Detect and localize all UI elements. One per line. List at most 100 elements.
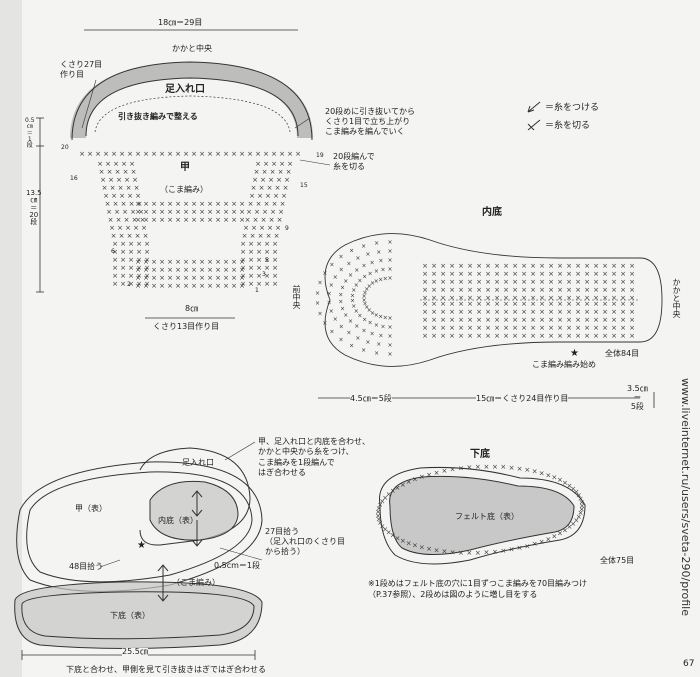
stitch-mark: ×	[277, 216, 283, 224]
stitch-mark: ×	[102, 184, 108, 192]
stitch-mark: ×	[532, 540, 538, 548]
stitch-mark: ×	[530, 300, 536, 308]
stitch-mark: ×	[467, 332, 473, 340]
stitch-mark: ×	[254, 208, 260, 216]
stitch-mark: ×	[340, 285, 345, 292]
stitch-mark: ×	[315, 300, 320, 307]
stitch-mark: ×	[105, 200, 111, 208]
stitch-mark: ×	[575, 270, 581, 278]
stitch-mark: ×	[338, 336, 343, 343]
stitch-mark: ×	[123, 168, 129, 176]
stitch-mark: ×	[262, 208, 268, 216]
stitch-mark: ×	[143, 274, 149, 282]
stitch-mark: ×	[191, 274, 197, 282]
stitch-mark: ×	[512, 278, 518, 286]
stitch-mark: ×	[557, 294, 563, 302]
stitch-mark: ×	[126, 184, 132, 192]
stitch-mark: ×	[370, 330, 375, 337]
stitch-mark: ×	[548, 262, 554, 270]
stitch-mark: ×	[183, 258, 189, 266]
stitch-mark: ×	[440, 324, 446, 332]
stitch-mark: ×	[431, 270, 437, 278]
stitch-mark: ×	[611, 286, 617, 294]
stitch-mark: ×	[191, 258, 197, 266]
stitch-mark: ×	[246, 208, 252, 216]
stitch-mark: ×	[593, 316, 599, 324]
stitch-mark: ×	[419, 473, 425, 481]
stitch-mark: ×	[434, 547, 440, 555]
stitch-mark: ×	[557, 324, 563, 332]
stitch-mark: ×	[243, 224, 249, 232]
stitch-mark: ×	[422, 286, 428, 294]
stitch-mark: ×	[132, 176, 138, 184]
stitch-mark: ×	[151, 216, 157, 224]
stitch-mark: ×	[128, 248, 134, 256]
stitch-mark: ×	[557, 262, 563, 270]
stitch-mark: ×	[329, 308, 334, 315]
stitch-mark: ×	[362, 290, 367, 297]
stitch-mark: ×	[395, 484, 401, 492]
stitch-mark: ×	[383, 315, 388, 322]
stitch-mark: ×	[105, 160, 111, 168]
stitch-mark: ×	[199, 216, 205, 224]
stitch-mark: ×	[374, 322, 379, 329]
stitch-mark: ×	[247, 150, 253, 158]
stitch-mark: ×	[240, 256, 246, 264]
stitch-mark: ×	[199, 274, 205, 282]
stitch-mark: ×	[329, 282, 334, 289]
stitch-mark: ×	[532, 468, 538, 476]
stitch-mark: ×	[275, 184, 281, 192]
stitch-mark: ×	[263, 160, 269, 168]
stitch-mark: ×	[135, 208, 141, 216]
stitch-mark: ×	[476, 294, 482, 302]
stitch-mark: ×	[259, 184, 265, 192]
stitch-mark: ×	[562, 479, 568, 487]
stitch-mark: ×	[270, 208, 276, 216]
stitch-mark: ×	[442, 548, 448, 556]
stitch-mark: ×	[374, 350, 379, 357]
instep-sc-label: （こま編み）	[160, 185, 208, 194]
stitch-mark: ×	[120, 272, 126, 280]
stitch-mark: ×	[387, 351, 392, 358]
stitch-mark: ×	[333, 274, 338, 281]
chain27-label: くさり27目 作り目	[60, 60, 103, 79]
stitch-mark: ×	[317, 280, 322, 287]
assembly-sc-label: （こま編み）	[172, 578, 220, 587]
stitch-mark: ×	[575, 332, 581, 340]
stitch-mark: ×	[575, 286, 581, 294]
stitch-mark: ×	[121, 160, 127, 168]
stitch-mark: ×	[449, 316, 455, 324]
stitch-mark: ×	[248, 248, 254, 256]
insole-heel-center: かかと中央	[672, 278, 681, 318]
stitch-mark: ×	[602, 278, 608, 286]
stitch-mark: ×	[278, 208, 284, 216]
stitch-mark: ×	[114, 208, 120, 216]
stitch-mark: ×	[272, 248, 278, 256]
stitch-mark: ×	[566, 270, 572, 278]
stitch-mark: ×	[377, 519, 383, 527]
stitch-mark: ×	[262, 168, 268, 176]
stitch-mark: ×	[136, 272, 142, 280]
stitch-mark: ×	[239, 216, 245, 224]
stitch-mark: ×	[476, 286, 482, 294]
stitch-mark: ×	[620, 270, 626, 278]
stitch-mark: ×	[354, 308, 359, 315]
stitch-mark: ×	[239, 200, 245, 208]
stitch-mark: ×	[530, 316, 536, 324]
stitch-mark: ×	[467, 278, 473, 286]
stitch-mark: ×	[223, 266, 229, 274]
stitch-mark: ×	[111, 192, 117, 200]
stitch-mark: ×	[79, 150, 85, 158]
stitch-mark: ×	[539, 332, 545, 340]
stitch-mark: ×	[167, 258, 173, 266]
stitch-mark: ×	[338, 291, 343, 298]
stitch-mark: ×	[494, 294, 500, 302]
stitch-mark: ×	[167, 216, 173, 224]
stitch-mark: ×	[440, 278, 446, 286]
stitch-mark: ×	[223, 200, 229, 208]
stitch-mark: ×	[183, 266, 189, 274]
stitch-mark: ×	[120, 256, 126, 264]
stitch-mark: ×	[467, 300, 473, 308]
stitch-mark: ×	[449, 332, 455, 340]
stitch-mark: ×	[387, 275, 392, 282]
